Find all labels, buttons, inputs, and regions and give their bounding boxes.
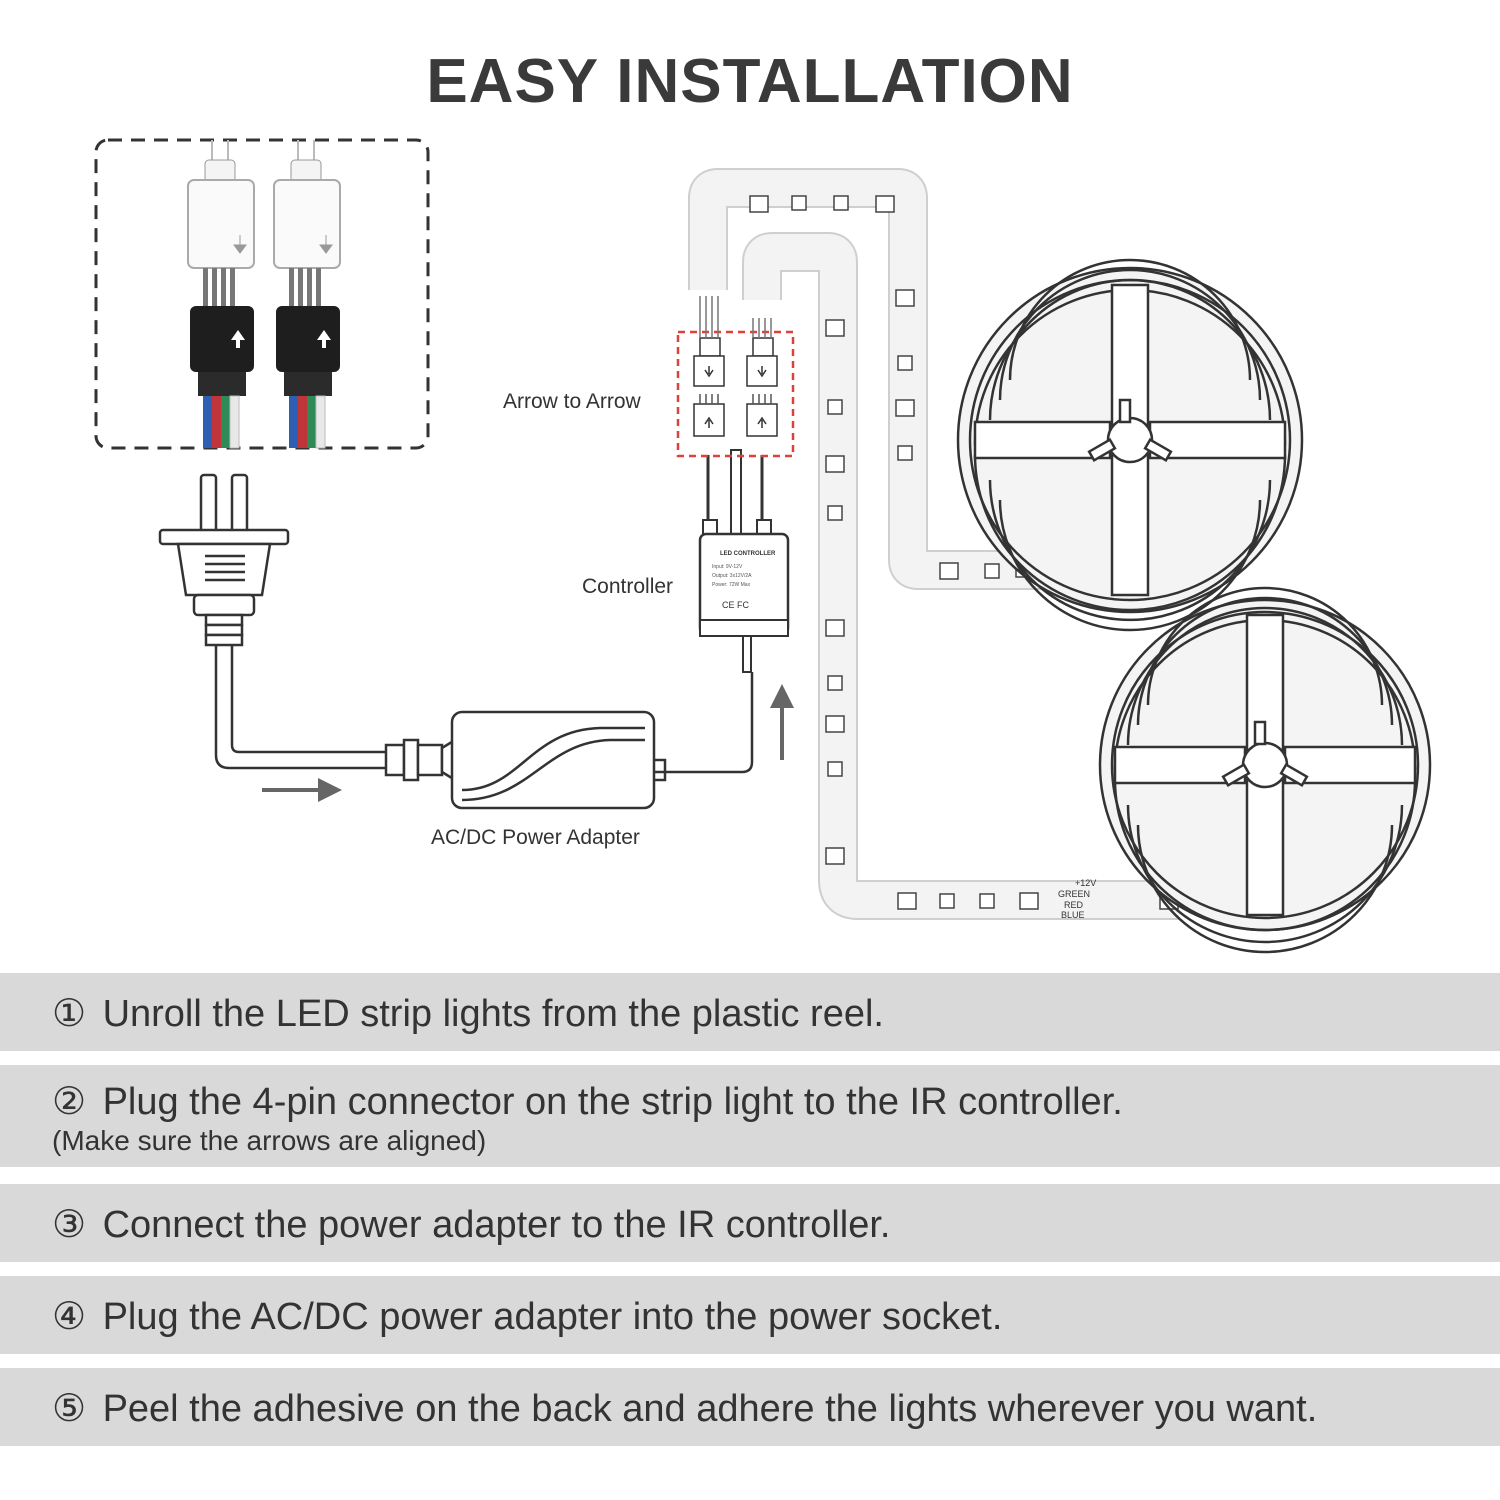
controller-label: Controller bbox=[582, 575, 674, 598]
pad-label-4: BLUE bbox=[1061, 910, 1085, 920]
step-text: Plug the 4-pin connector on the strip li… bbox=[102, 1081, 1123, 1123]
power-adapter bbox=[384, 710, 667, 810]
flow-arrows bbox=[262, 684, 794, 802]
connector-detail bbox=[94, 138, 430, 450]
ir-controller: LED CONTROLLER Input: 9V-12V Output: 3x1… bbox=[698, 449, 790, 673]
controller-line-2: Input: 9V-12V bbox=[712, 564, 743, 570]
controller-line-4: Power: 72W Max bbox=[712, 582, 751, 588]
pad-label-3: RED bbox=[1064, 900, 1084, 910]
step-2: ② Plug the 4-pin connector on the strip … bbox=[0, 1065, 1500, 1167]
step-text: Connect the power adapter to the IR cont… bbox=[102, 1204, 891, 1246]
page-title: EASY INSTALLATION bbox=[426, 47, 1074, 116]
step-note: (Make sure the arrows are aligned) bbox=[52, 1125, 487, 1156]
step-text: Unroll the LED strip lights from the pla… bbox=[102, 993, 884, 1035]
controller-line-1: LED CONTROLLER bbox=[720, 551, 776, 557]
power-adapter-label: AC/DC Power Adapter bbox=[431, 826, 640, 849]
step-text: Plug the AC/DC power adapter into the po… bbox=[102, 1296, 1003, 1338]
step-number: ② bbox=[52, 1081, 87, 1123]
step-number: ③ bbox=[52, 1204, 87, 1246]
reel-2 bbox=[1098, 586, 1432, 954]
reel-1 bbox=[956, 258, 1304, 632]
step-4: ④ Plug the AC/DC power adapter into the … bbox=[0, 1276, 1500, 1354]
installation-diagram: LED CONTROLLER Input: 9V-12V Output: 3x1… bbox=[94, 138, 1432, 954]
arrow-to-arrow-label: Arrow to Arrow bbox=[503, 390, 641, 413]
step-number: ⑤ bbox=[52, 1388, 87, 1430]
led-strip bbox=[688, 168, 1180, 920]
pad-label-2: GREEN bbox=[1058, 889, 1090, 899]
step-text: Peel the adhesive on the back and adhere… bbox=[102, 1388, 1318, 1430]
power-cables bbox=[214, 645, 754, 774]
step-1: ① Unroll the LED strip lights from the p… bbox=[0, 973, 1500, 1051]
connector-pair-left bbox=[187, 140, 255, 449]
step-number: ④ bbox=[52, 1296, 87, 1338]
step-3: ③ Connect the power adapter to the IR co… bbox=[0, 1184, 1500, 1262]
svg-text:CE FC: CE FC bbox=[722, 600, 750, 610]
arrow-to-arrow-box bbox=[676, 296, 795, 458]
controller-line-3: Output: 3x12V/2A bbox=[712, 573, 752, 579]
step-5: ⑤ Peel the adhesive on the back and adhe… bbox=[0, 1368, 1500, 1446]
connector-pair-right bbox=[273, 140, 341, 449]
step-number: ① bbox=[52, 993, 87, 1035]
wall-plug bbox=[158, 473, 290, 647]
pad-label-1: +12V bbox=[1075, 878, 1096, 888]
